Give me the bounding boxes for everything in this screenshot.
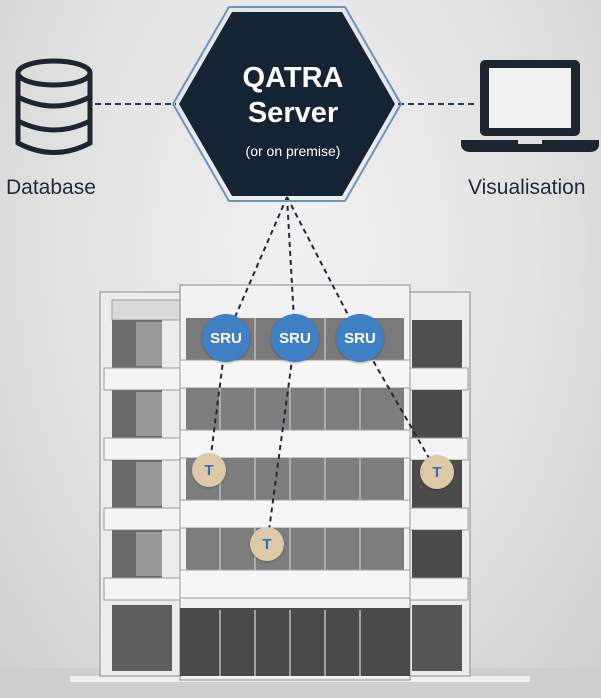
sensor-node-2: T [250, 527, 284, 561]
laptop-icon [461, 60, 599, 152]
server-hexagon [179, 12, 395, 196]
server-title-line2: Server [247, 97, 339, 129]
sru-node-2: SRU [271, 314, 319, 362]
sru-node-3: SRU [336, 314, 384, 362]
database-icon [15, 58, 93, 155]
building-illustration [0, 284, 601, 698]
visualisation-label: Visualisation [468, 176, 586, 199]
server-sru-link-1 [225, 196, 288, 339]
server-subtitle: (or on premise) [245, 143, 341, 159]
sru-node-1: SRU [202, 314, 250, 362]
database-label: Database [6, 176, 96, 199]
sru-sensor-link-2 [266, 337, 296, 546]
server-title-line1: QATRA [242, 62, 344, 94]
server-hexagon-outline [171, 6, 403, 202]
sensor-node-1: T [192, 453, 226, 487]
sru-sensor-link-3 [359, 337, 438, 473]
sensor-node-3: T [420, 455, 454, 489]
